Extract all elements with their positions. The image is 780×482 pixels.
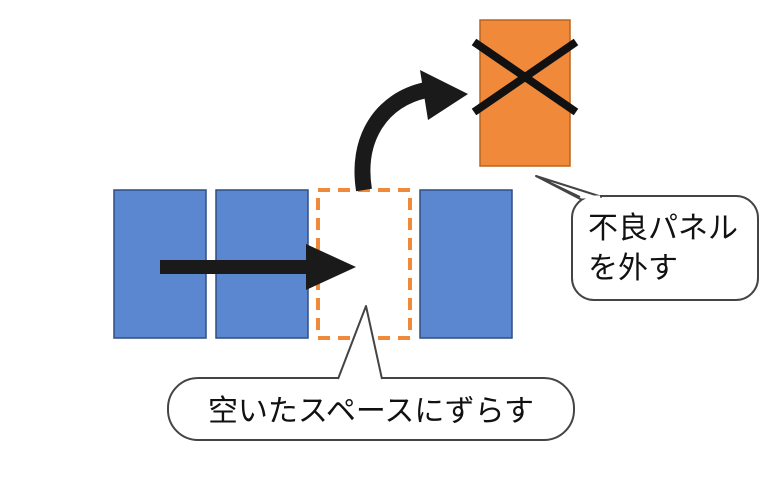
right-arrow-icon [160, 244, 356, 290]
panel-4 [419, 189, 513, 339]
x-mark-icon [471, 38, 579, 116]
remove-callout-line1: 不良パネル [588, 211, 738, 246]
remove-callout-line2: を外す [588, 251, 678, 286]
defective-panel [479, 19, 571, 167]
shift-callout-label: 空いたスペースにずらす [208, 394, 534, 429]
remove-callout: 不良パネル を外す [535, 175, 759, 301]
curved-arrow-icon [354, 70, 468, 192]
shift-callout: 空いたスペースにずらす [167, 305, 575, 441]
